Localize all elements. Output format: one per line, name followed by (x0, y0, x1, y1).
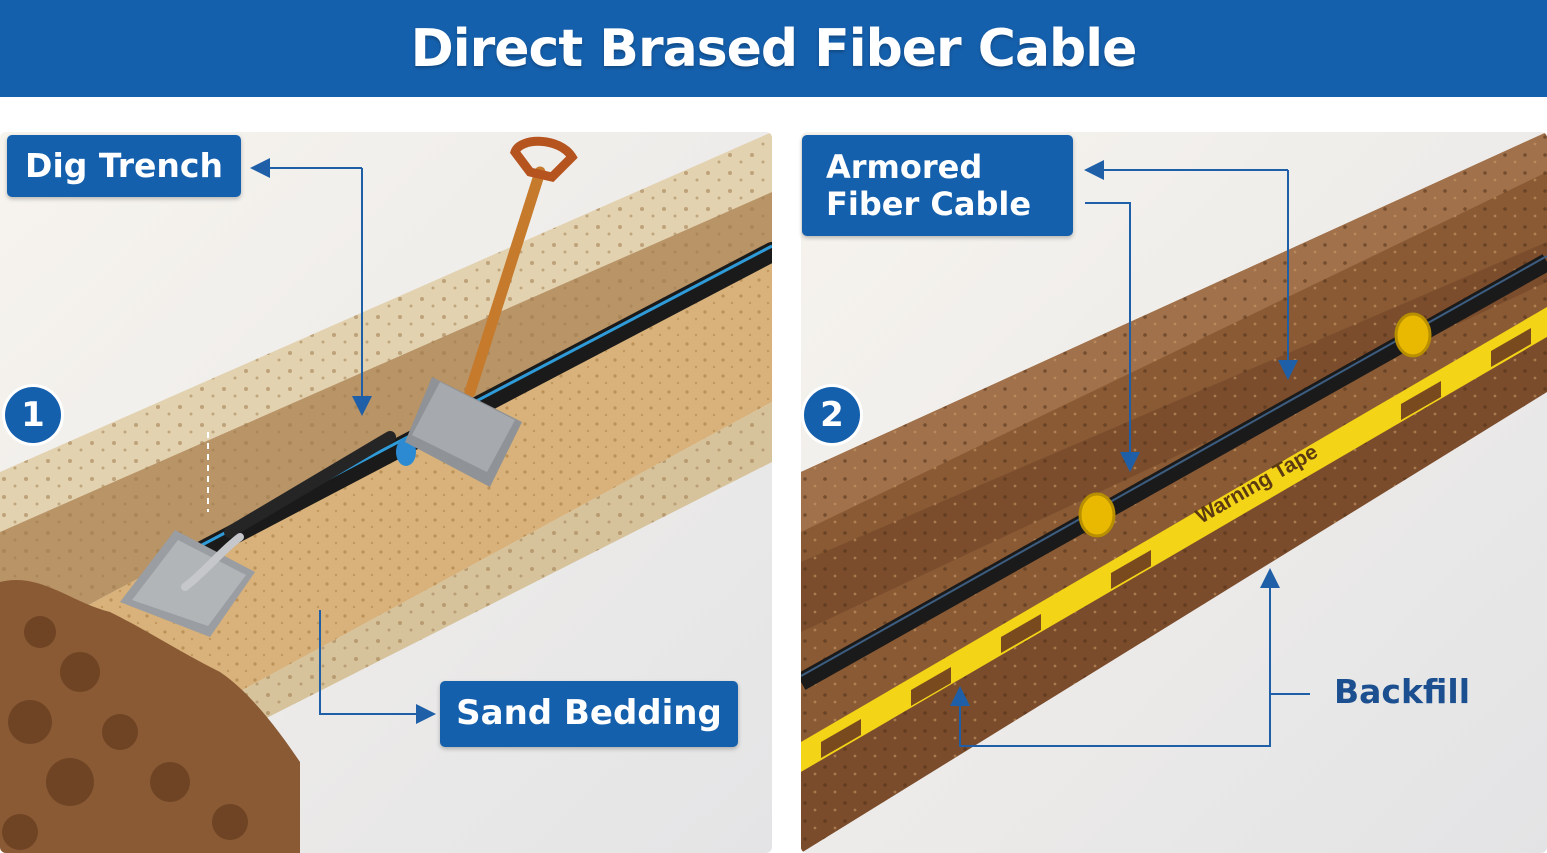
page-title: Direct Brased Fiber Cable (410, 18, 1138, 79)
step-1-badge: 1 (5, 387, 61, 443)
callout-armored-fiber-cable: Armored Fiber Cable (802, 135, 1073, 236)
step-2-panel: Warning Tape (801, 132, 1547, 853)
callout-sand-bedding: Sand Bedding (440, 681, 738, 747)
backfill-illustration: Warning Tape (801, 132, 1547, 853)
label-backfill: Backfill (1334, 672, 1471, 711)
header-banner: Direct Brased Fiber Cable (0, 0, 1547, 97)
callout-dig-trench: Dig Trench (7, 135, 241, 197)
step-2-badge: 2 (804, 387, 860, 443)
